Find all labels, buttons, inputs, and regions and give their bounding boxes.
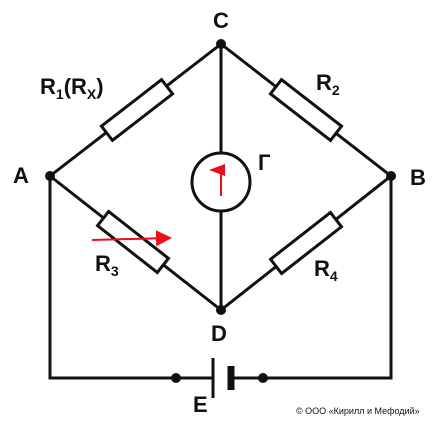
label-r4-sub: 4 [330,268,338,284]
node-c-dot [216,39,226,49]
copyright-notice: © ООО «Кирилл и Мефодий» [296,406,420,416]
label-rx-sub: X [87,86,97,102]
label-r2-sub: 2 [332,82,340,98]
label-r2-main: R [316,70,332,95]
label-r4-main: R [314,256,330,281]
label-r3-main: R [95,251,111,276]
label-rx-main: R [71,74,87,99]
wire-a-battery [48,174,214,380]
variable-resistor-arrow-icon [91,230,172,247]
resistor-r2 [268,77,344,143]
label-r4: R4 [314,256,338,284]
battery-terminal-left-dot [171,373,181,383]
node-label-b: B [410,165,426,190]
label-r3: R3 [95,251,119,279]
label-r1-sub: 1 [56,86,64,102]
node-d-dot [216,305,226,315]
resistor-r4 [268,210,344,276]
label-r1-rx: R1(RX) [40,74,104,102]
label-r3-sub: 3 [111,263,119,279]
label-r1-paren-close: ) [96,74,103,99]
node-a-dot [45,171,55,181]
node-label-c: C [213,8,229,33]
label-r1-main: R [40,74,56,99]
battery [211,358,235,398]
node-b-dot [386,171,396,181]
wire-b-battery [230,174,393,380]
resistor-r1 [99,77,175,143]
label-r2: R2 [316,70,340,98]
galvanometer-label: Г [258,150,271,175]
label-r1-paren-open: ( [64,74,72,99]
resistor-r3-variable [95,209,171,275]
battery-terminal-right-dot [258,373,268,383]
battery-label: E [193,392,208,417]
node-label-a: A [13,163,29,188]
node-label-d: D [211,321,227,346]
